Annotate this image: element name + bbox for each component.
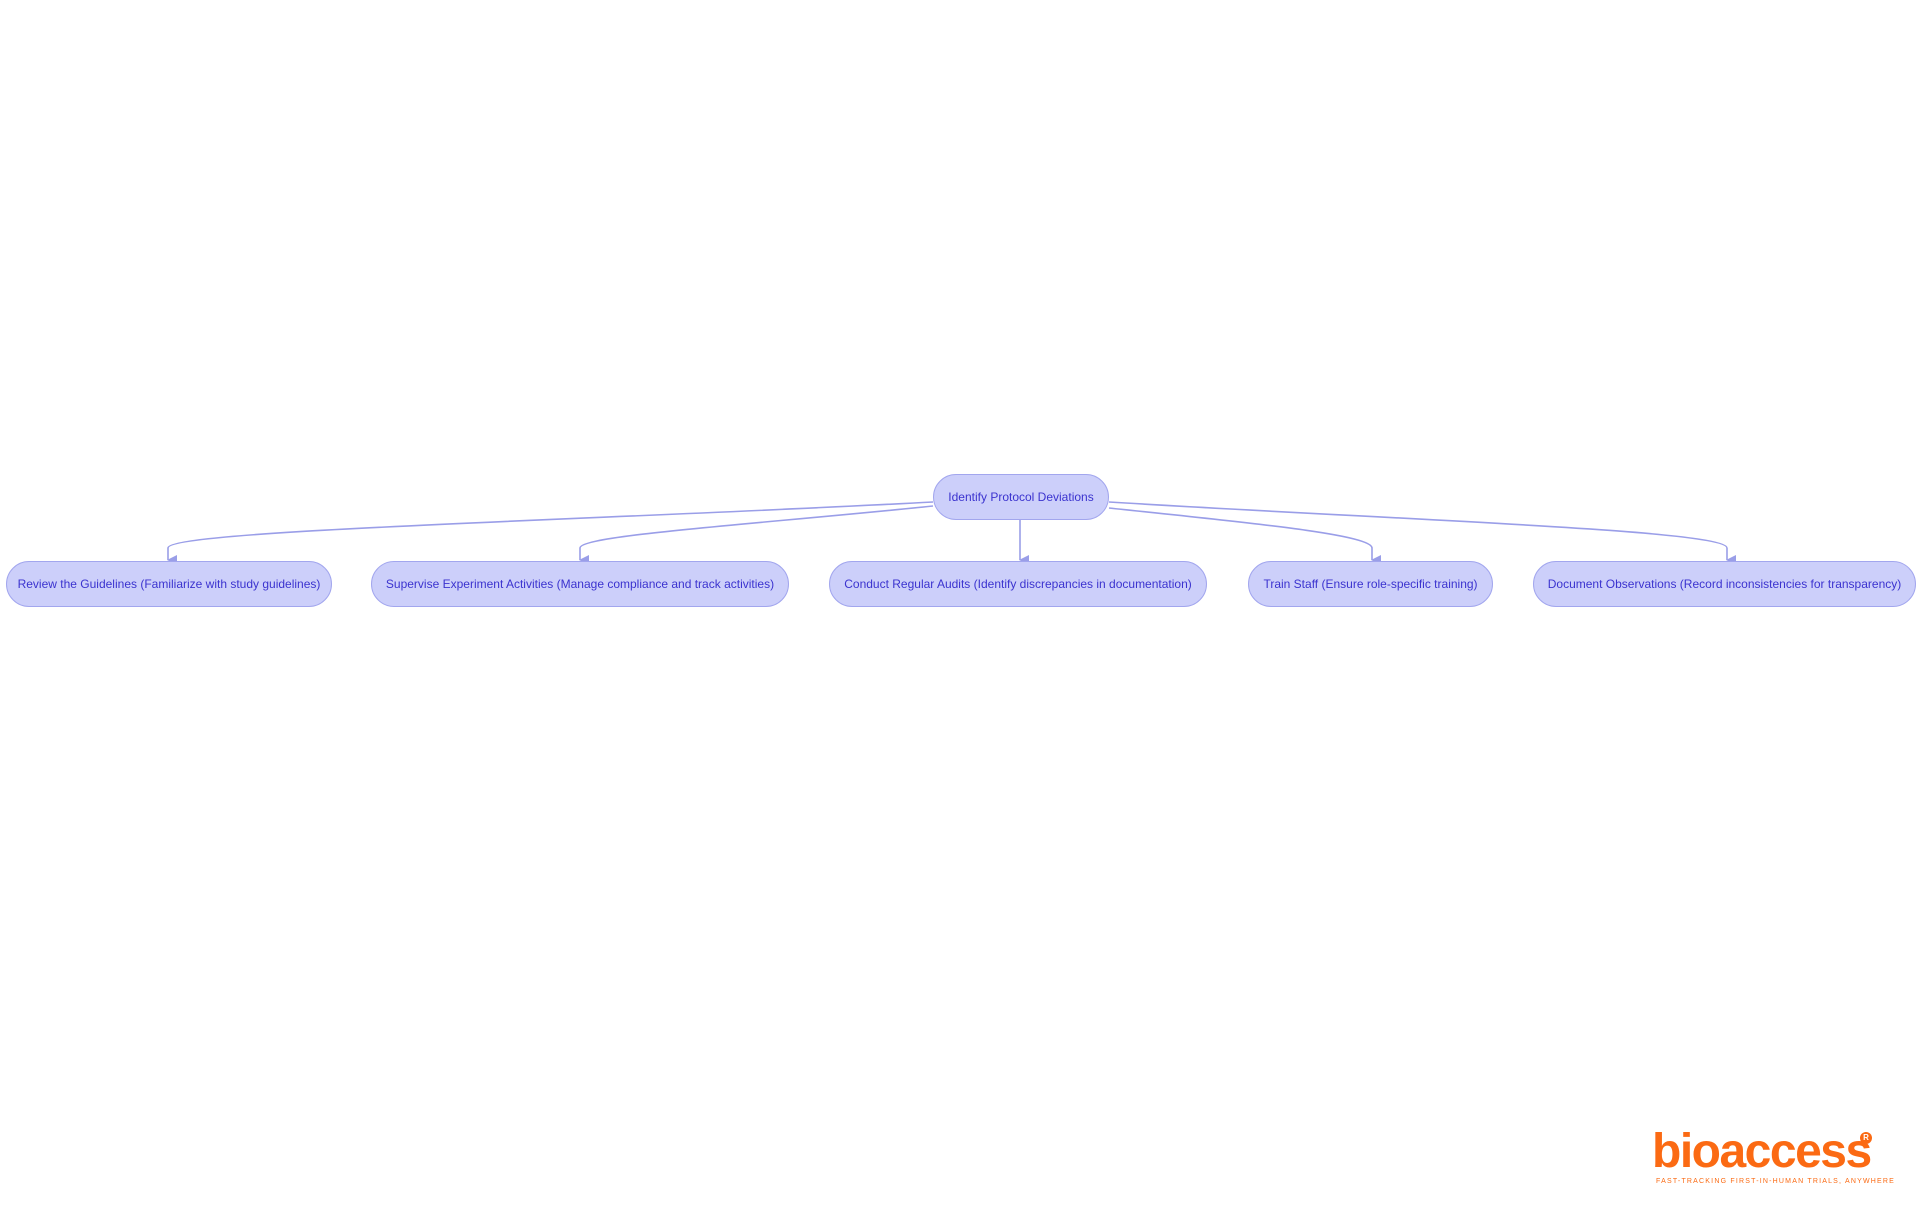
edge-root-to-train-staff	[1108, 507, 1381, 565]
node-conduct-regular-audits[interactable]: Conduct Regular Audits (Identify discrep…	[829, 561, 1207, 607]
node-identify-protocol-deviations[interactable]: Identify Protocol Deviations	[933, 474, 1109, 520]
registered-mark-icon: R	[1860, 1132, 1872, 1144]
edge-root-to-document-observations	[1108, 501, 1736, 565]
node-train-staff[interactable]: Train Staff (Ensure role-specific traini…	[1248, 561, 1493, 607]
edge-root-to-review-guidelines	[167, 501, 934, 565]
logo-wordmark: bioaccess	[1652, 1125, 1872, 1178]
node-document-observations[interactable]: Document Observations (Record inconsiste…	[1533, 561, 1916, 607]
bioaccess-logo: bioaccess R FAST-TRACKING FIRST-IN-HUMAN…	[1652, 1125, 1896, 1186]
logo-tagline: FAST-TRACKING FIRST-IN-HUMAN TRIALS, ANY…	[1656, 1178, 1896, 1185]
edge-root-to-supervise-activities	[579, 505, 934, 565]
node-supervise-experiment-activities[interactable]: Supervise Experiment Activities (Manage …	[371, 561, 789, 607]
node-review-guidelines[interactable]: Review the Guidelines (Familiarize with …	[6, 561, 332, 607]
